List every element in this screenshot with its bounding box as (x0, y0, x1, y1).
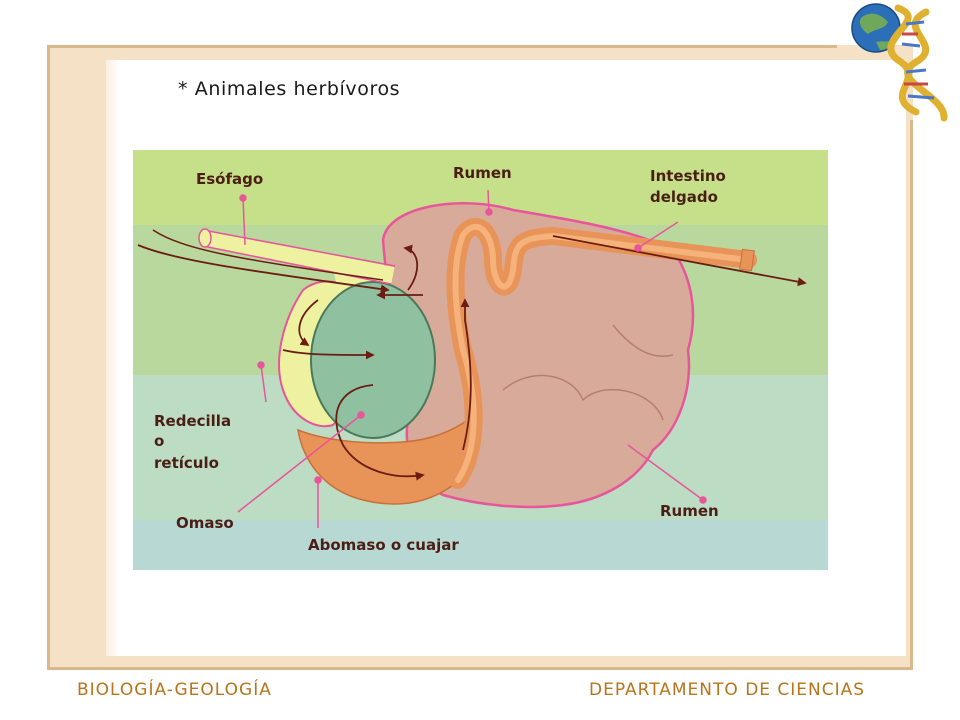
intestine-end (739, 248, 755, 272)
esophagus-tube (201, 230, 395, 283)
omasum (310, 281, 436, 439)
label-redecilla-1: Redecilla (154, 412, 231, 430)
leader-redecilla (260, 364, 267, 403)
globe-dna-icon (836, 0, 960, 124)
leader-intestino (637, 221, 679, 249)
label-intestino-1: Intestino (650, 167, 726, 185)
label-redecilla-3: retículo (154, 454, 219, 472)
esophagus-outline-1 (202, 229, 396, 267)
footer-department: DEPARTAMENTO DE CIENCIAS (589, 680, 866, 700)
label-omaso: Omaso (176, 514, 234, 532)
arrow-food-in (137, 244, 390, 294)
label-rumen-bottom: Rumen (660, 502, 719, 520)
arrow-reticulum-loop (298, 299, 319, 347)
leader-esofago (242, 197, 246, 246)
label-redecilla-2: o (154, 432, 164, 450)
slide-subtitle: * Animales herbívoros (178, 78, 401, 100)
esophagus-opening (198, 228, 212, 248)
footer-subject: BIOLOGÍA-GEOLOGÍA (77, 680, 272, 700)
esophagus-outline-2 (202, 245, 392, 285)
arrow-intestine-out (552, 235, 807, 287)
arrow-to-omasum (282, 349, 375, 360)
arrow-rumen-loop (403, 244, 418, 291)
arrow-omasum-down (335, 384, 425, 481)
arrow-intestine-up (460, 298, 472, 451)
leader-omaso (237, 414, 362, 513)
band-bottom (133, 520, 828, 570)
label-abomaso: Abomaso o cuajar (308, 536, 459, 554)
ruminant-stomach-diagram: Esófago Rumen Intestino delgado Redecill… (133, 150, 828, 570)
label-intestino-2: delgado (650, 188, 718, 206)
label-esofago: Esófago (196, 170, 263, 188)
frame-right-line (910, 120, 913, 670)
rumen-fold (502, 374, 664, 421)
leader-rumen-bottom (627, 444, 704, 501)
frame-bottom-line (47, 667, 913, 670)
rumen-fold-2 (612, 324, 674, 357)
frame-left-line (47, 45, 50, 670)
label-rumen-top: Rumen (453, 164, 512, 182)
arrow-food-in-2 (152, 229, 384, 281)
frame-top-line (47, 45, 837, 48)
